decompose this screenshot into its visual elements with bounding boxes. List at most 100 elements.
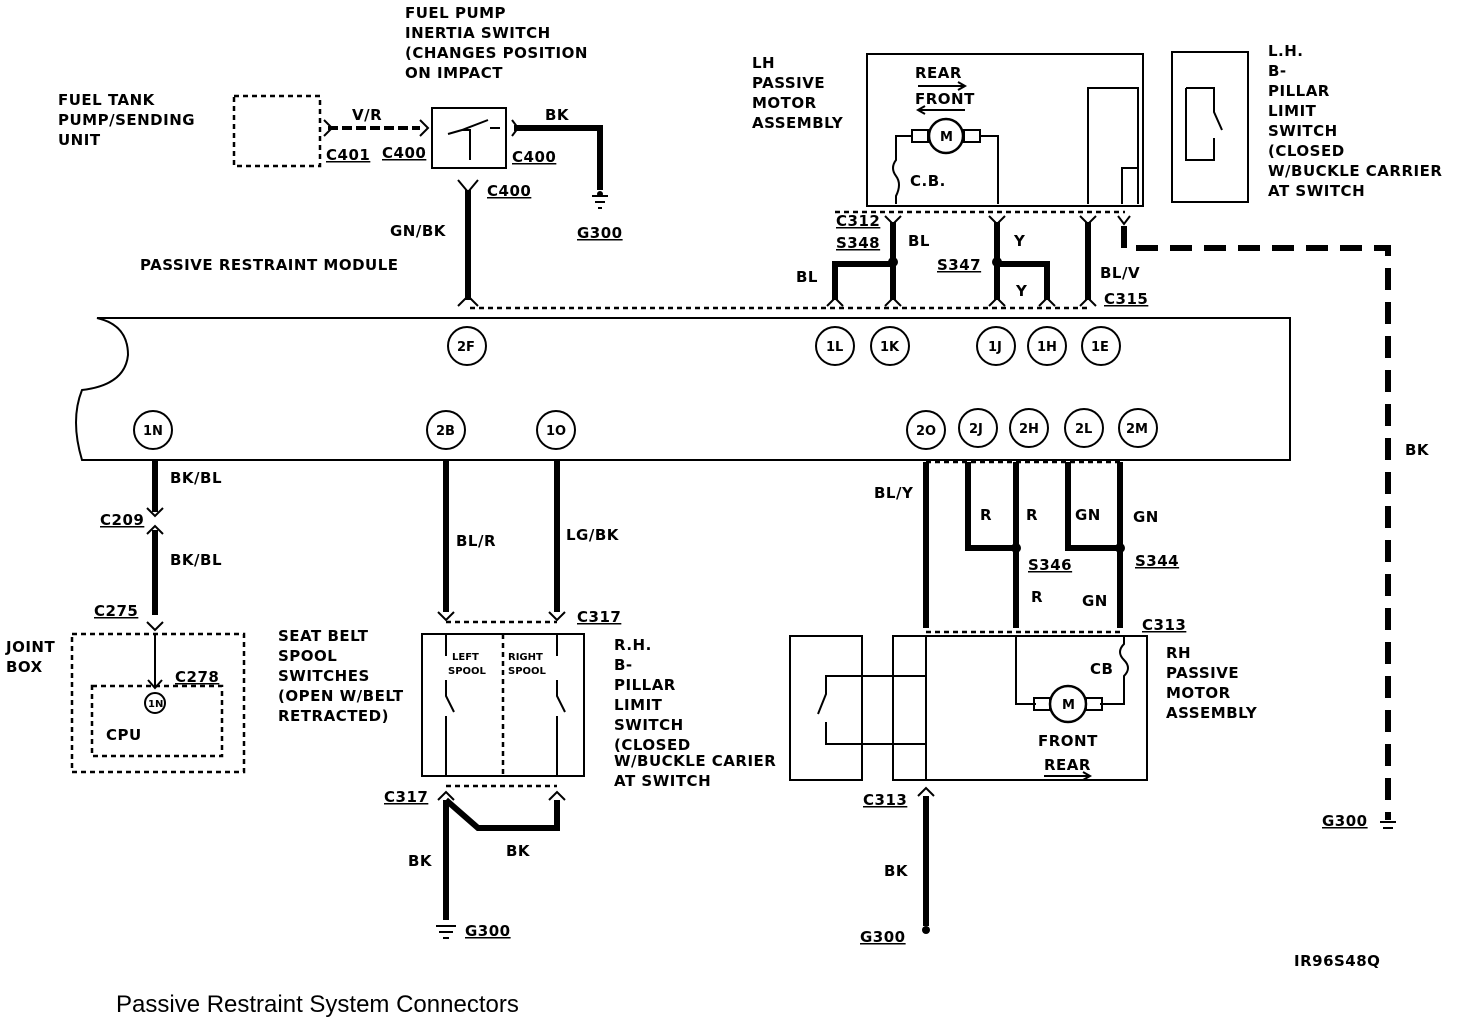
lh-motor-label-3: MOTOR bbox=[752, 94, 817, 112]
rh-cb-label: CB bbox=[1090, 660, 1113, 678]
lh-limit-label-1: L.H. bbox=[1268, 42, 1304, 60]
right-spool-label-2: SPOOL bbox=[508, 666, 547, 677]
c317-bottom-label: C317 bbox=[384, 788, 428, 806]
pin-1k bbox=[870, 326, 910, 366]
pin-1l bbox=[815, 326, 855, 366]
lh-front-arrow bbox=[915, 105, 965, 115]
wire-bl-label: BL bbox=[908, 232, 930, 250]
g300-label-spool: G300 bbox=[465, 922, 511, 940]
wire-lgbk-label: LG/BK bbox=[566, 526, 620, 544]
c317-top-marks bbox=[437, 611, 566, 622]
pin-1l-label: 1L bbox=[826, 340, 843, 355]
rh-limit-switch-box bbox=[789, 635, 863, 781]
fuel-tank-label-3: UNIT bbox=[58, 131, 101, 149]
wire-y-label-2: Y bbox=[1015, 282, 1028, 300]
lh-motor-m: M bbox=[940, 130, 953, 145]
wire-bk-right-label: BK bbox=[1405, 441, 1430, 459]
wire-r-left bbox=[965, 462, 1016, 551]
lh-rear-arrow bbox=[918, 81, 968, 91]
lh-limit-label-6: (CLOSED bbox=[1268, 142, 1345, 160]
wire-gn-label-1: GN bbox=[1075, 506, 1101, 524]
c400-label-left: C400 bbox=[382, 144, 426, 162]
c400-label-bottom: C400 bbox=[487, 182, 531, 200]
lh-cb-label: C.B. bbox=[910, 172, 946, 190]
wire-vr-label: V/R bbox=[352, 106, 382, 124]
wire-bkbl-label-1: BK/BL bbox=[170, 469, 222, 487]
rh-motor-label-3: MOTOR bbox=[1166, 684, 1231, 702]
c312-label: C312 bbox=[836, 212, 880, 230]
g300-label-top: G300 bbox=[577, 224, 623, 242]
pin-2l bbox=[1064, 408, 1104, 448]
pin-1e-label: 1E bbox=[1091, 340, 1109, 355]
c400-bottom-mark bbox=[457, 179, 479, 307]
pin-2m-label: 2M bbox=[1126, 422, 1148, 437]
spool-label-4: (OPEN W/BELT bbox=[278, 687, 404, 705]
g300-label-right: G300 bbox=[1322, 812, 1368, 830]
pin-2m bbox=[1118, 408, 1158, 448]
wire-bk-spool-label-1: BK bbox=[408, 852, 433, 870]
ground-g300-right bbox=[1380, 821, 1396, 829]
module-pins: 2F 1L 1K 1J 1H 1E 1N 2B 1O 2O 2J 2H 2L 2… bbox=[133, 326, 1158, 450]
lh-motor-label-2: PASSIVE bbox=[752, 74, 825, 92]
s346-label: S346 bbox=[1028, 556, 1072, 574]
wire-gn-label-3: GN bbox=[1082, 592, 1108, 610]
wire-r-label-1: R bbox=[980, 506, 992, 524]
pin-1h bbox=[1027, 326, 1067, 366]
cpu-label: CPU bbox=[106, 726, 142, 744]
wire-gn-label-2: GN bbox=[1133, 508, 1159, 526]
wire-bkbl-label-2: BK/BL bbox=[170, 551, 222, 569]
wire-y-label-1: Y bbox=[1013, 232, 1026, 250]
wire-r-label-2: R bbox=[1026, 506, 1038, 524]
rh-limit-label-4: LIMIT bbox=[614, 696, 663, 714]
wire-bl-left-label: BL bbox=[796, 268, 818, 286]
lh-rear-label: REAR bbox=[915, 64, 962, 82]
pin-2f-label: 2F bbox=[457, 340, 475, 355]
c278-mark bbox=[147, 679, 163, 690]
s344-label: S344 bbox=[1135, 552, 1179, 570]
lh-limit-label-3: PILLAR bbox=[1268, 82, 1330, 100]
wire-bk-top-label: BK bbox=[545, 106, 570, 124]
ground-dot-rh bbox=[922, 926, 930, 934]
c317-bottom-marks bbox=[437, 790, 566, 801]
lh-limit-label-4: LIMIT bbox=[1268, 102, 1317, 120]
c209-label: C209 bbox=[100, 511, 144, 529]
lh-motor-label-1: LH bbox=[752, 54, 775, 72]
spool-label-3: SWITCHES bbox=[278, 667, 370, 685]
wire-bk-top bbox=[514, 125, 603, 190]
connector-c401-mark bbox=[323, 119, 430, 137]
s347-splice bbox=[992, 257, 1002, 267]
c275-label: C275 bbox=[94, 602, 138, 620]
c317-top-label: C317 bbox=[577, 608, 621, 626]
lh-motor-feed bbox=[1087, 87, 1139, 204]
pin-2b-label: 2B bbox=[436, 424, 455, 439]
lh-motor-brush-left bbox=[911, 129, 929, 143]
rh-limit-label-6: (CLOSED bbox=[614, 736, 691, 754]
lh-limit-label-5: SWITCH bbox=[1268, 122, 1338, 140]
rh-motor-m: M bbox=[1062, 698, 1075, 713]
joint-box-label-2: BOX bbox=[6, 658, 43, 676]
fuel-pump-label-1: FUEL PUMP bbox=[405, 4, 506, 22]
lh-limit-label-8: AT SWITCH bbox=[1268, 182, 1365, 200]
wire-bk-rh-label: BK bbox=[884, 862, 909, 880]
rh-motor-brush-right bbox=[1085, 697, 1103, 711]
ground-dot-top bbox=[597, 191, 603, 197]
lh-limit-switch-contact bbox=[1185, 87, 1223, 161]
pin-1n bbox=[133, 410, 173, 450]
c313-bottom-mark bbox=[917, 786, 935, 797]
lh-motor-circuit bbox=[892, 135, 999, 204]
spool-label-1: SEAT BELT bbox=[278, 627, 369, 645]
fuel-tank-label-1: FUEL TANK bbox=[58, 91, 156, 109]
c315-label: C315 bbox=[1104, 290, 1148, 308]
pin-1e bbox=[1081, 326, 1121, 366]
rh-limit-label-5: SWITCH bbox=[614, 716, 684, 734]
pin-1o bbox=[536, 410, 576, 450]
lh-limit-label-2: B- bbox=[1268, 62, 1287, 80]
spool-label-2: SPOOL bbox=[278, 647, 337, 665]
rh-rear-arrow bbox=[1044, 771, 1093, 781]
c313-bottom-label: C313 bbox=[863, 791, 907, 809]
c275-mark bbox=[146, 621, 164, 632]
spool-label-5: RETRACTED) bbox=[278, 707, 389, 725]
joint-box-label-1: JOINT bbox=[5, 638, 55, 656]
pin-2h bbox=[1009, 408, 1049, 448]
wire-blv-label: BL/V bbox=[1100, 264, 1140, 282]
